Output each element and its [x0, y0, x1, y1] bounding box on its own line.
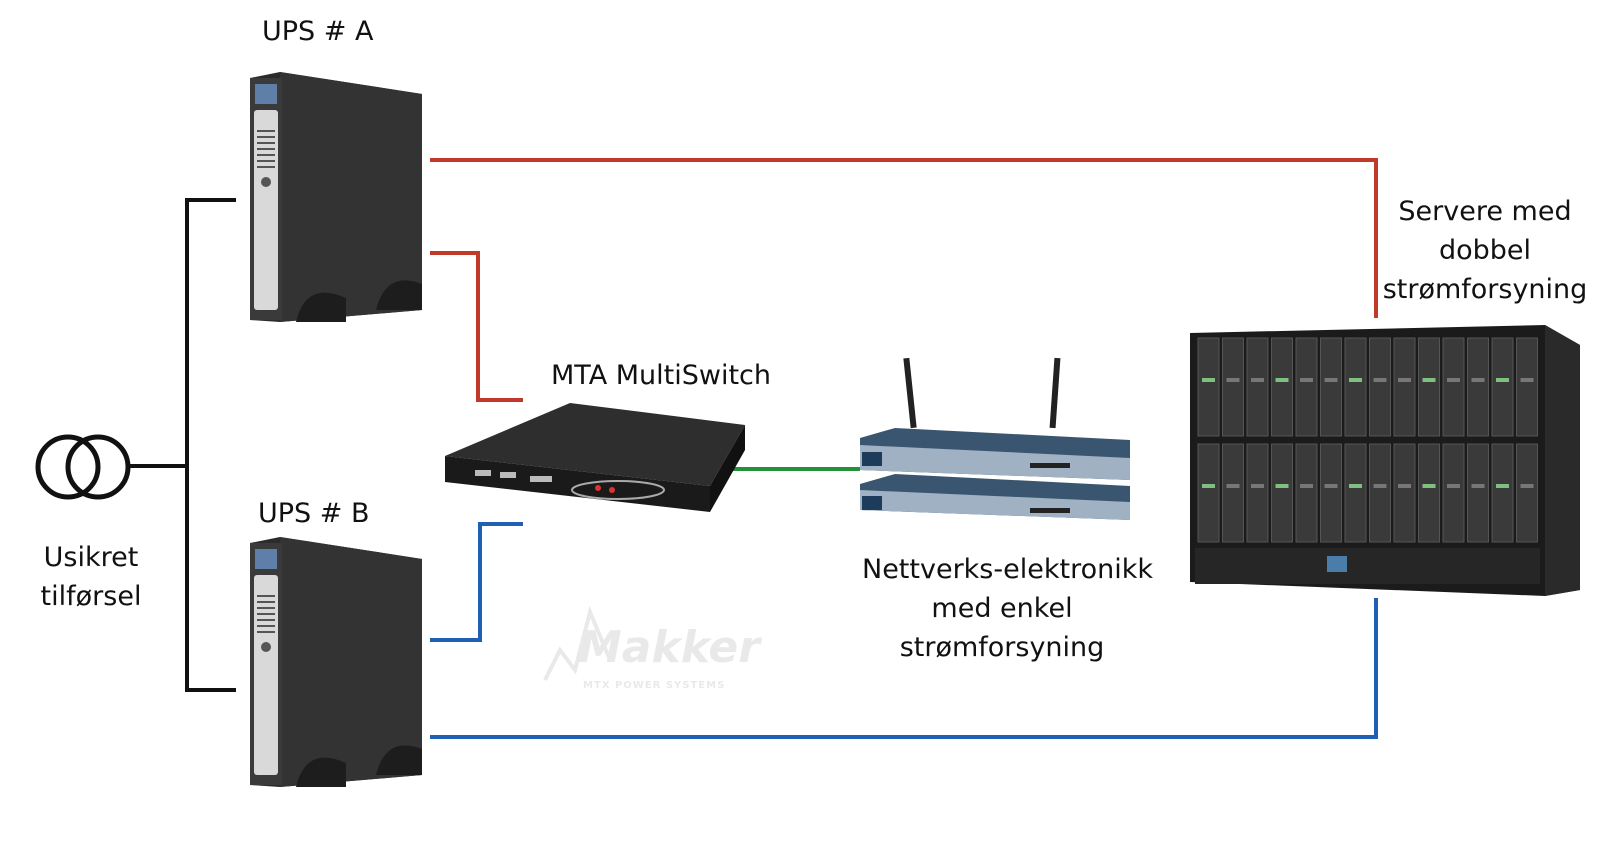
server-blade: [1222, 443, 1244, 543]
mains-line: [185, 198, 236, 692]
server-blade: [1393, 337, 1416, 437]
server-blade: [1222, 337, 1244, 437]
server-blade: [1467, 337, 1489, 437]
server-blade-led: [1496, 484, 1509, 488]
feed-a-line: [430, 251, 523, 402]
server-blade: [1197, 337, 1220, 437]
server-blade-led: [1520, 484, 1534, 488]
server-blade: [1393, 443, 1416, 543]
server-blade: [1516, 337, 1538, 437]
server-blade: [1271, 337, 1293, 437]
server-blade: [1295, 443, 1318, 543]
server-blade-led: [1300, 484, 1313, 488]
server-blade-led: [1422, 378, 1436, 382]
servers-label-line2: dobbel: [1438, 235, 1532, 266]
server-blade: [1320, 443, 1342, 543]
servers-label-line3: strømforsyning: [1382, 274, 1588, 305]
blade-server-icon: [1190, 325, 1580, 596]
network-label: Nettverks-elektronikk med enkel strømfor…: [862, 550, 1153, 667]
server-blade-led: [1373, 378, 1387, 382]
router-icon: [860, 357, 1130, 520]
servers-label: Servere med dobbel strømforsyning: [1380, 192, 1590, 309]
ups-b-label-text: UPS # B: [258, 498, 370, 529]
server-blade-led: [1300, 378, 1313, 382]
server-blade-led: [1226, 484, 1240, 488]
watermark: Makker MTX POWER SYSTEMS: [543, 605, 762, 691]
ups-a-device: [250, 72, 422, 322]
input-label-line2: tilførsel: [40, 581, 142, 612]
ups-b-label: UPS # B: [258, 494, 370, 533]
ups-b-device: [250, 537, 422, 787]
multiswitch-label-text: MTA MultiSwitch: [551, 360, 772, 391]
server-blade: [1516, 443, 1538, 543]
feed-b-connections: [430, 522, 1378, 739]
server-blade-led: [1202, 484, 1215, 488]
server-blade-led: [1447, 484, 1460, 488]
server-blade-led: [1398, 378, 1411, 382]
server-blade-led: [1373, 484, 1387, 488]
feed-a-connections: [430, 158, 1378, 402]
multiswitch-rack-icon: [445, 403, 745, 512]
feed-b-line: [430, 522, 523, 642]
server-blade-led: [1226, 378, 1240, 382]
feed-b-line: [430, 598, 1378, 739]
server-blade: [1246, 443, 1269, 543]
server-blade: [1344, 337, 1367, 437]
server-blade-led: [1520, 378, 1534, 382]
server-blade: [1295, 337, 1318, 437]
input-label: Usikret tilførsel: [36, 538, 146, 616]
server-blade: [1320, 337, 1342, 437]
server-blade: [1467, 443, 1489, 543]
server-blade-led: [1202, 378, 1215, 382]
servers-label-line1: Servere med: [1398, 196, 1572, 227]
server-blade-led: [1471, 378, 1485, 382]
multiswitch-label: MTA MultiSwitch: [551, 356, 771, 395]
watermark-subtext: MTX POWER SYSTEMS: [583, 680, 725, 691]
feed-a-line: [430, 158, 1378, 318]
mains-connections: [130, 198, 236, 692]
server-blade-led: [1398, 484, 1411, 488]
server-blade: [1369, 337, 1391, 437]
server-blade-led: [1251, 378, 1264, 382]
server-blade-led: [1471, 484, 1485, 488]
server-blade-led: [1349, 484, 1362, 488]
server-blade-led: [1324, 378, 1338, 382]
transformer-icon: [35, 434, 131, 500]
server-blade: [1491, 443, 1514, 543]
server-blade: [1344, 443, 1367, 543]
server-blade: [1369, 443, 1391, 543]
server-blade: [1491, 337, 1514, 437]
server-blade: [1442, 337, 1465, 437]
watermark-text: Makker: [578, 622, 762, 673]
server-blade-led: [1422, 484, 1436, 488]
ups-a-label: UPS # A: [262, 12, 373, 51]
server-blade-led: [1275, 484, 1289, 488]
network-label-line1: Nettverks-elektronikk: [862, 554, 1153, 585]
server-blade: [1197, 443, 1220, 543]
input-label-line1: Usikret: [43, 542, 139, 573]
server-blade-led: [1349, 378, 1362, 382]
server-blade-led: [1447, 378, 1460, 382]
server-blade-led: [1275, 378, 1289, 382]
ups-a-label-text: UPS # A: [262, 16, 374, 47]
server-blade-led: [1324, 484, 1338, 488]
network-label-line2: med enkel: [931, 593, 1073, 624]
network-label-line3: strømforsyning: [899, 632, 1105, 663]
server-blade: [1442, 443, 1465, 543]
server-blade-led: [1496, 378, 1509, 382]
server-blade: [1418, 443, 1440, 543]
server-blade: [1418, 337, 1440, 437]
server-blade: [1246, 337, 1269, 437]
server-blade: [1271, 443, 1293, 543]
server-blade-led: [1251, 484, 1264, 488]
